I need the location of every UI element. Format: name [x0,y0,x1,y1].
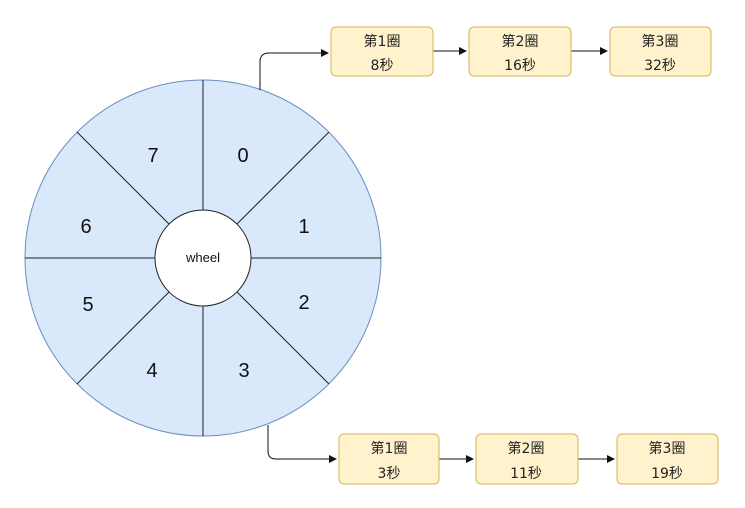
card-box [475,433,579,485]
spoke-line [236,291,330,385]
wheel-hub-circle [154,209,252,307]
card-box [330,26,434,77]
card-title: 第1圈 [364,33,401,50]
card-title: 第1圈 [371,440,408,457]
card-value: 16秒 [504,58,536,74]
card-value: 32秒 [644,58,676,74]
bottom-chain-card-3: 第3圈 19秒 [616,433,719,485]
connector-slot0-to-top-chain [259,49,329,90]
card-value: 19秒 [651,466,683,482]
segment-label-0: 0 [237,145,248,167]
wheel-hub-label: wheel [185,250,220,265]
spoke-line [236,131,330,225]
top-chain-card-3: 第3圈 32秒 [609,26,712,77]
spoke-line [76,131,170,225]
card-title: 第3圈 [649,440,686,457]
card-box [468,26,572,77]
bottom-chain-card-1: 第1圈 3秒 [338,433,440,485]
card-title: 第2圈 [508,440,545,457]
top-chain-card-2: 第2圈 16秒 [468,26,572,77]
wheel-spokes [25,80,381,436]
card-box [338,433,440,485]
connector-slot3-to-bottom-chain [267,425,337,463]
card-value: 3秒 [378,466,401,482]
top-chain-card-1: 第1圈 8秒 [330,26,434,77]
card-title: 第3圈 [642,33,679,50]
card-value: 8秒 [371,58,394,74]
bottom-chain-card-2: 第2圈 11秒 [475,433,579,485]
segment-label-1: 1 [298,216,309,238]
segment-label-2: 2 [298,292,309,314]
card-title: 第2圈 [502,33,539,50]
card-value: 11秒 [510,466,542,482]
segment-label-3: 3 [238,360,249,382]
card-box [609,26,712,77]
segment-label-4: 4 [146,360,157,382]
spoke-line [76,291,170,385]
segment-label-5: 5 [82,294,93,316]
segment-label-6: 6 [80,216,91,238]
card-box [616,433,719,485]
segment-label-7: 7 [147,145,158,167]
